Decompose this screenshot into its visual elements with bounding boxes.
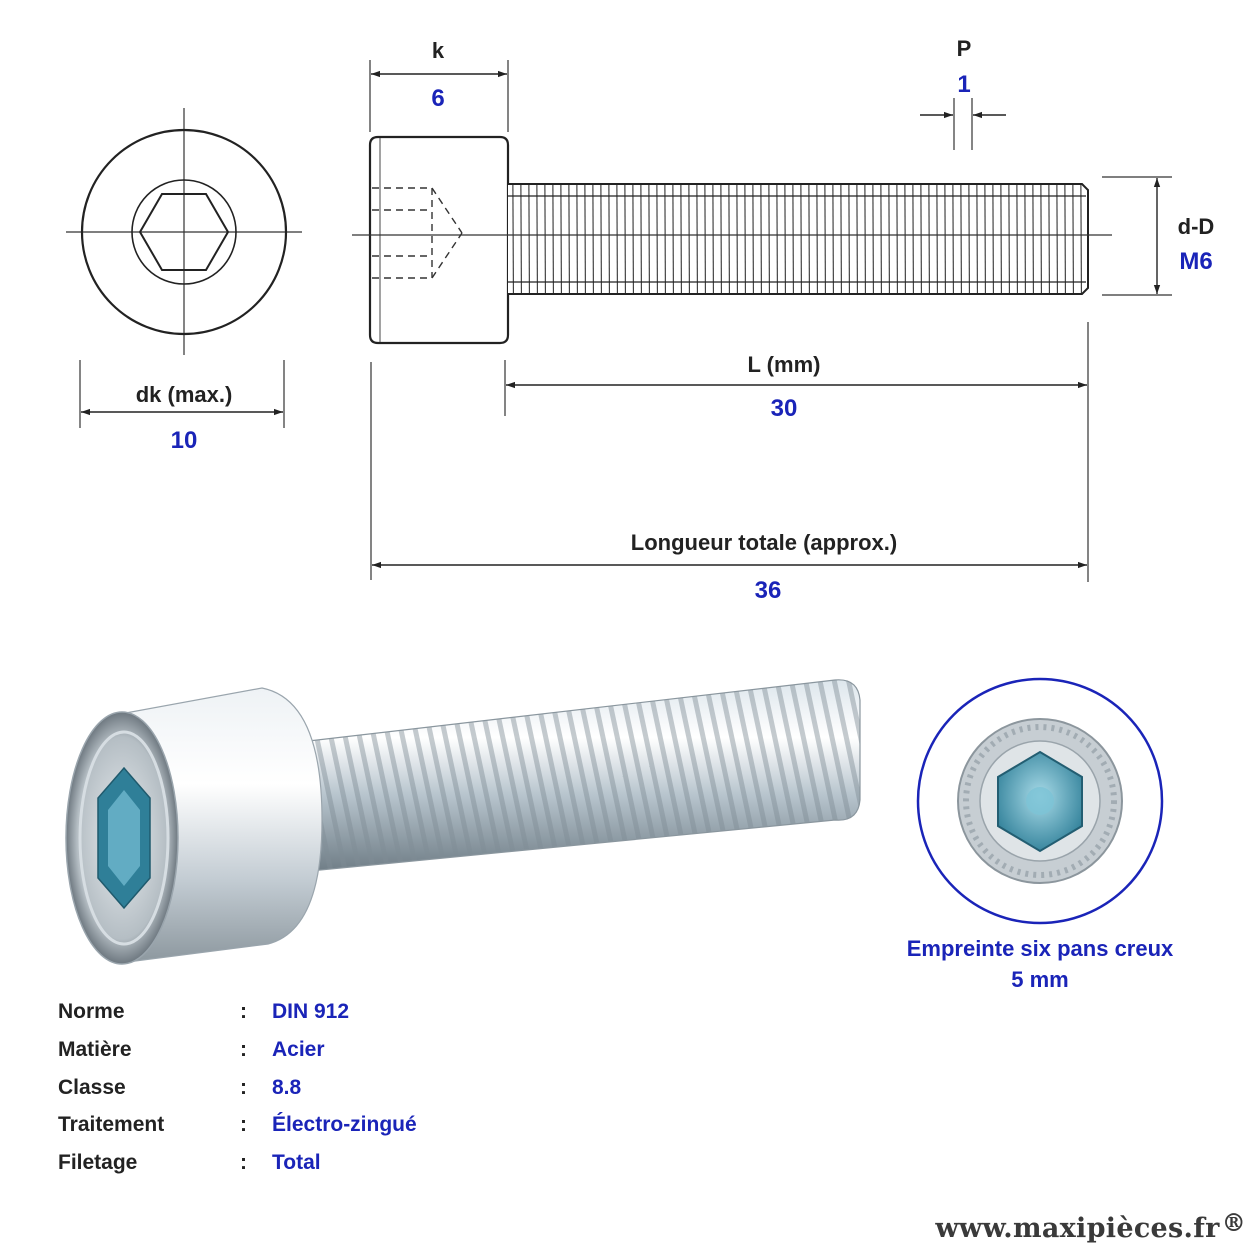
spec-row-traitement: Traitement : Électro-zingué (58, 1113, 558, 1143)
diameter-value: M6 (1179, 248, 1212, 275)
spec-value: DIN 912 (272, 1000, 350, 1023)
spec-separator: : (240, 1151, 247, 1174)
spec-separator: : (240, 1038, 247, 1061)
spec-row-classe: Classe : 8.8 (58, 1076, 558, 1106)
diameter-dimension (1102, 176, 1172, 296)
pitch-label: P (957, 36, 972, 61)
total-length-dimension (370, 362, 1087, 580)
drive-size: 5 mm (1011, 967, 1068, 992)
diameter-label: d-D (1178, 214, 1215, 239)
k-label: k (432, 38, 445, 63)
drive-title: Empreinte six pans creux (907, 936, 1174, 961)
length-label: L (mm) (748, 352, 821, 377)
k-dimension (369, 60, 509, 132)
pitch-value: 1 (957, 71, 970, 98)
spec-label: Traitement (58, 1113, 165, 1136)
screw-photo (65, 679, 861, 965)
spec-label: Filetage (58, 1151, 138, 1174)
head-diameter-label: dk (max.) (136, 382, 233, 407)
length-value: 30 (771, 395, 798, 422)
length-dimension (504, 322, 1089, 582)
k-value: 6 (431, 85, 444, 112)
spec-separator: : (240, 1076, 247, 1099)
pitch-dimension (920, 98, 1006, 150)
head-diameter-value: 10 (171, 427, 198, 454)
spec-label: Norme (58, 1000, 125, 1023)
site-watermark: www.maxipièces.fr® (935, 1208, 1246, 1244)
total-length-label: Longueur totale (approx.) (631, 530, 897, 555)
spec-label: Classe (58, 1076, 126, 1099)
spec-value: Total (272, 1151, 321, 1174)
spec-row-matiere: Matière : Acier (58, 1038, 558, 1068)
spec-value: 8.8 (272, 1076, 302, 1099)
spec-row-norme: Norme : DIN 912 (58, 1000, 558, 1030)
total-length-value: 36 (755, 577, 782, 604)
spec-separator: : (240, 1113, 247, 1136)
site-url: www.maxipièces.fr (935, 1213, 1220, 1244)
spec-value: Électro-zingué (272, 1113, 417, 1136)
drive-detail (916, 677, 1164, 925)
registered-mark: ® (1221, 1208, 1246, 1237)
head-top-view (66, 108, 302, 428)
spec-label: Matière (58, 1038, 132, 1061)
screw-side-view (352, 135, 1112, 345)
spec-separator: : (240, 1000, 247, 1023)
spec-row-filetage: Filetage : Total (58, 1151, 558, 1181)
spec-value: Acier (272, 1038, 325, 1061)
